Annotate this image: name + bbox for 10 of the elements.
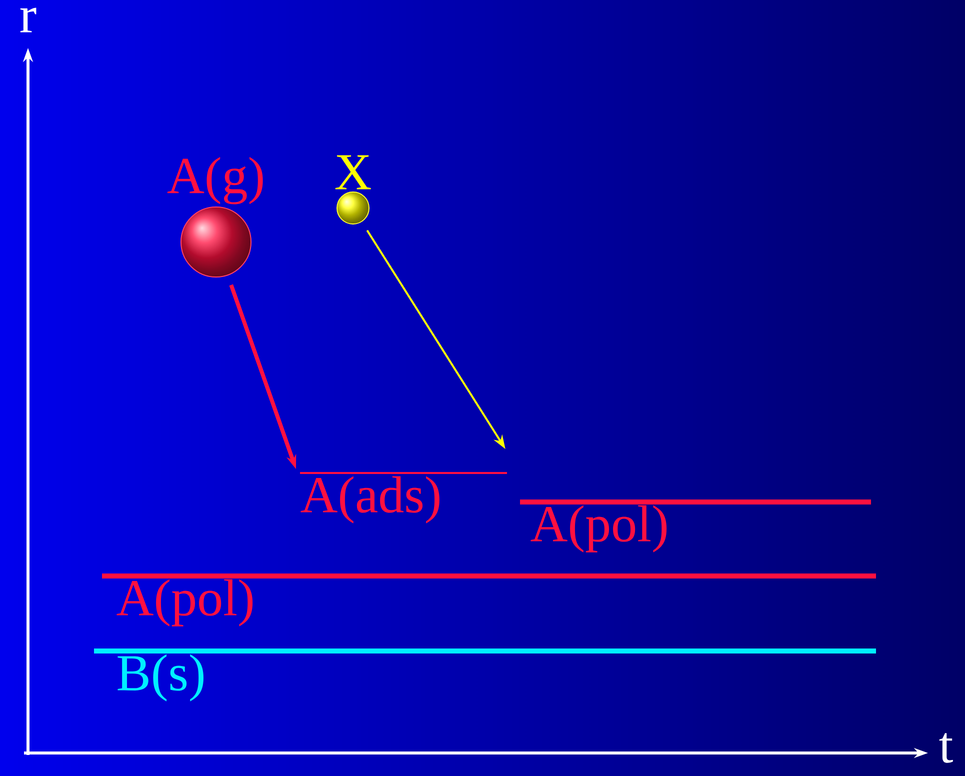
node-label: X bbox=[335, 155, 371, 190]
level-line: A(pol) bbox=[520, 500, 872, 552]
level-line: A(pol) bbox=[102, 574, 876, 626]
ball: A(g) bbox=[167, 157, 263, 278]
node-label: A(g) bbox=[167, 156, 263, 204]
level-line: B(s) bbox=[94, 648, 876, 702]
axis-label: t bbox=[939, 733, 953, 763]
ball: X bbox=[335, 155, 371, 224]
axis-label: r bbox=[20, 8, 36, 32]
level-line: A(ads) bbox=[300, 472, 507, 524]
